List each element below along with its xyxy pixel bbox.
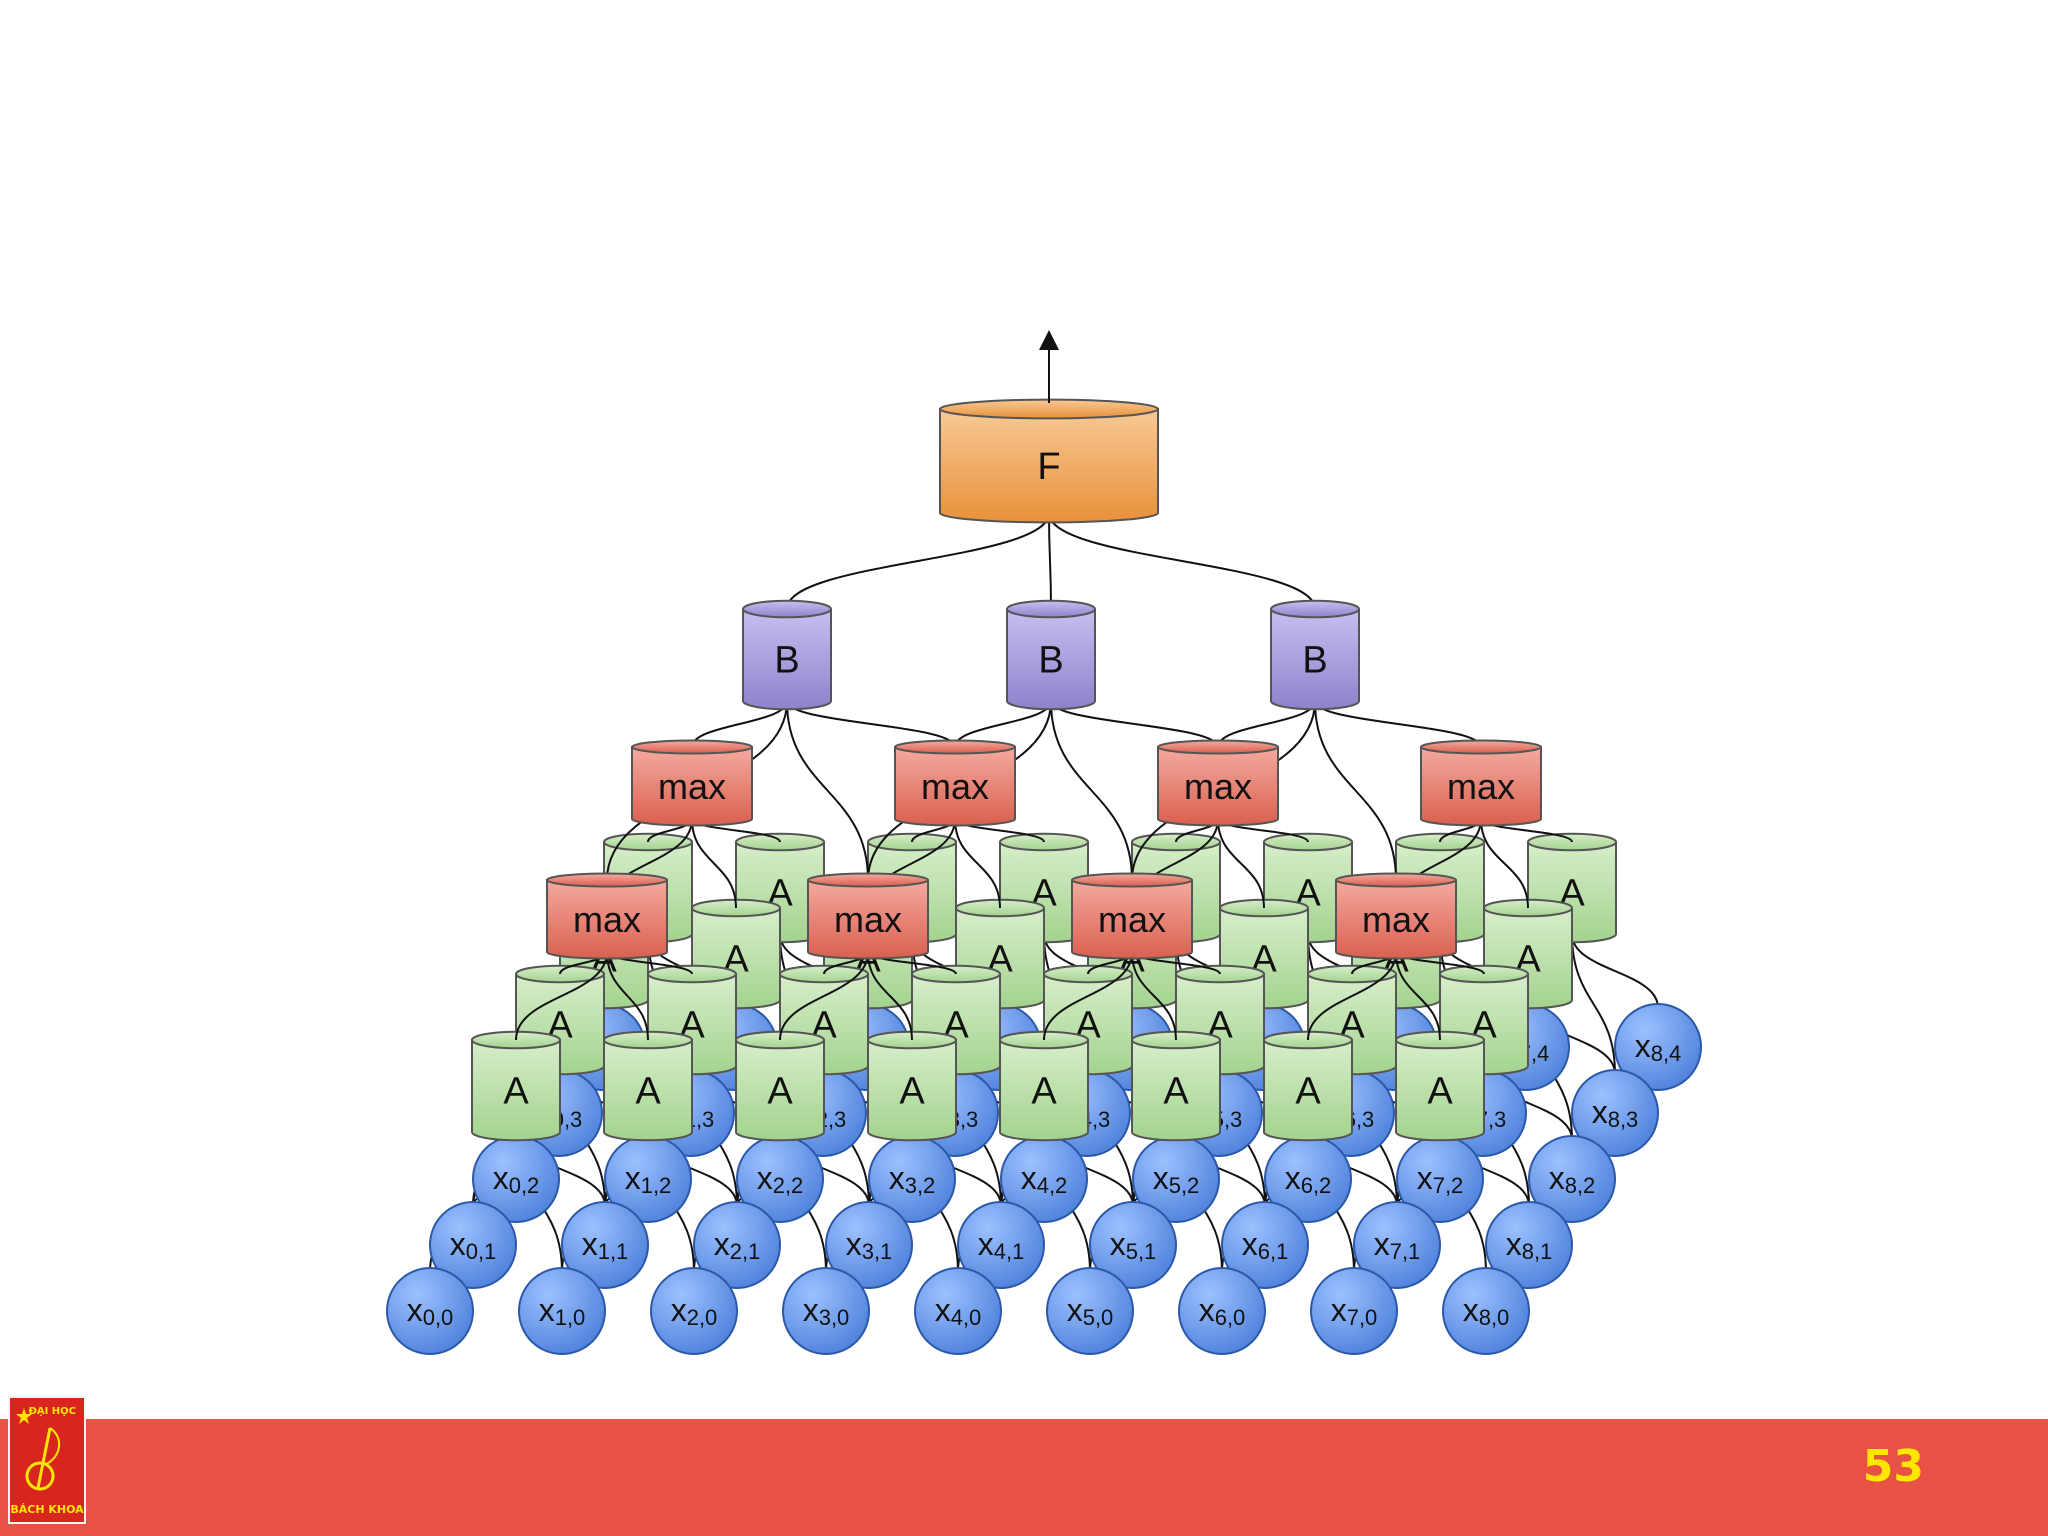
connection-line	[1395, 951, 1441, 1041]
input-node: x8,3	[1571, 1069, 1659, 1157]
logo-bottom-text: BÁCH KHOA	[10, 1503, 84, 1516]
max-node: max	[1335, 872, 1457, 960]
input-node: x6,1	[1221, 1201, 1309, 1289]
connection-line	[1050, 700, 1133, 881]
university-logo: ĐẠI HỌC BÁCH KHOA	[8, 1396, 86, 1524]
input-node: x5,1	[1089, 1201, 1177, 1289]
node-label: A	[1295, 1070, 1321, 1112]
max-node: max	[631, 739, 753, 827]
connection-line	[1307, 951, 1397, 1041]
input-node: x7,0	[1310, 1267, 1398, 1355]
node-label: B	[1038, 639, 1063, 681]
node-label: A	[635, 1070, 661, 1112]
a-node: A	[867, 1030, 957, 1142]
connection-line	[779, 951, 869, 1041]
input-node: x3,0	[782, 1267, 870, 1355]
input-node: x8,4	[1614, 1003, 1702, 1091]
node-label: A	[1427, 1070, 1453, 1112]
node-label: max	[658, 766, 726, 807]
node-label: max	[1098, 899, 1166, 940]
b-node: B	[1006, 599, 1096, 711]
input-node: x8,1	[1485, 1201, 1573, 1289]
node-label: A	[1031, 1070, 1057, 1112]
input-node: x1,1	[561, 1201, 649, 1289]
node-label: max	[573, 899, 641, 940]
input-node: x3,2	[868, 1135, 956, 1223]
connection-line	[1043, 951, 1133, 1041]
logo-top-text: ĐẠI HỌC	[28, 1406, 76, 1417]
input-node: x2,1	[693, 1201, 781, 1289]
a-node: A	[1263, 1030, 1353, 1142]
connection-line	[1048, 512, 1316, 610]
node-label: B	[1302, 639, 1327, 681]
max-node: max	[546, 872, 668, 960]
f-layer: F	[939, 330, 1159, 524]
max-node: max	[1071, 872, 1193, 960]
node-label: A	[1163, 1070, 1189, 1112]
node-label: max	[1362, 899, 1430, 940]
connection-line	[1217, 818, 1265, 909]
input-node: x6,0	[1178, 1267, 1266, 1355]
conv-net-diagram: x0,4x1,4x2,4x3,4x4,4x5,4x6,4x7,4x8,4x0,3…	[386, 330, 1702, 1355]
connection-line	[1048, 512, 1052, 610]
input-node: x4,1	[957, 1201, 1045, 1289]
a-node: A	[1395, 1030, 1485, 1142]
input-node: x0,1	[429, 1201, 517, 1289]
input-node: x4,2	[1000, 1135, 1088, 1223]
max-node: max	[807, 872, 929, 960]
connection-line	[954, 818, 1001, 909]
f-node: F	[939, 398, 1159, 524]
input-node: x8,2	[1528, 1135, 1616, 1223]
input-node: x1,0	[518, 1267, 606, 1355]
max-layer: max max max max max max max max	[546, 739, 1542, 960]
connection-line	[867, 951, 913, 1041]
connection-line	[1571, 933, 1616, 1075]
input-node: x2,0	[650, 1267, 738, 1355]
input-node: x4,0	[914, 1267, 1002, 1355]
input-node: x8,0	[1442, 1267, 1530, 1355]
node-label: B	[774, 639, 799, 681]
connection-line	[515, 951, 608, 1041]
a-node: A	[735, 1030, 825, 1142]
b-node: B	[742, 599, 832, 711]
connection-line	[1314, 700, 1397, 881]
input-node-label: x0,2	[493, 1160, 540, 1198]
input-node: x5,0	[1046, 1267, 1134, 1355]
max-node: max	[1420, 739, 1542, 827]
input-node-label: x3,1	[846, 1226, 893, 1264]
node-label: max	[921, 766, 989, 807]
connection-line	[606, 951, 649, 1041]
connection-line	[1571, 933, 1659, 1009]
max-node: max	[1157, 739, 1279, 827]
input-node: x7,2	[1396, 1135, 1484, 1223]
connection-line	[1480, 818, 1529, 909]
a-node: A	[999, 1030, 1089, 1142]
a-node: A	[603, 1030, 693, 1142]
input-node: x7,1	[1353, 1201, 1441, 1289]
connection-line	[1131, 951, 1177, 1041]
node-label: F	[1037, 446, 1060, 488]
a-node: A	[471, 1030, 561, 1142]
node-label: A	[899, 1070, 925, 1112]
node-label: max	[1184, 766, 1252, 807]
input-node: x0,0	[386, 1267, 474, 1355]
input-node: x3,1	[825, 1201, 913, 1289]
node-label: max	[834, 899, 902, 940]
a-node: A	[1131, 1030, 1221, 1142]
node-label: A	[767, 1070, 793, 1112]
b-node: B	[1270, 599, 1360, 711]
max-node: max	[894, 739, 1016, 827]
connection-line	[691, 818, 737, 909]
input-node: x0,2	[472, 1135, 560, 1223]
connection-line	[786, 700, 869, 881]
connection-line	[786, 512, 1050, 610]
input-node: x6,2	[1264, 1135, 1352, 1223]
page-number: 53	[1862, 1441, 1924, 1492]
node-label: A	[503, 1070, 529, 1112]
input-node: x1,2	[604, 1135, 692, 1223]
node-label: max	[1447, 766, 1515, 807]
footer-bar	[0, 1419, 2048, 1536]
